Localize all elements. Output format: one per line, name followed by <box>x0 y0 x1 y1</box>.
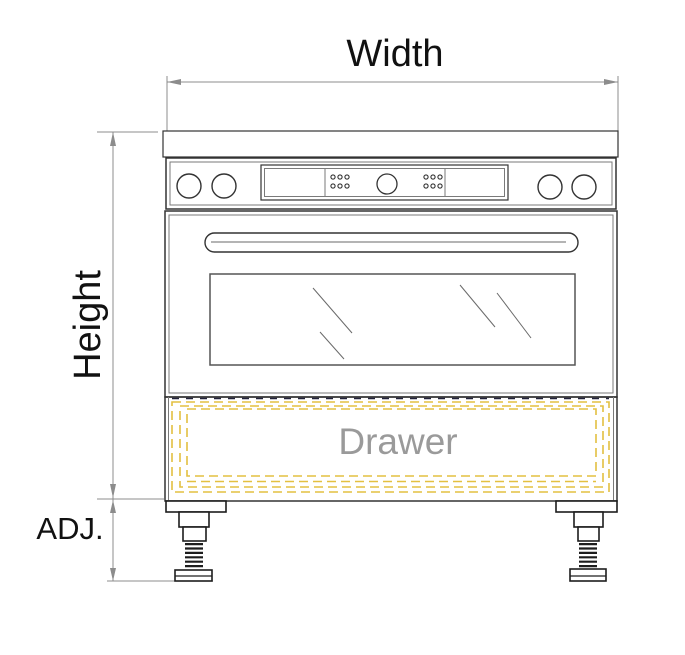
arrow-up-icon <box>110 500 116 513</box>
drawer-hidden-outline-inner <box>186 408 597 477</box>
drawer-hidden-outline-middle <box>179 405 604 488</box>
door-outer <box>164 210 618 398</box>
arrow-left-icon <box>167 79 181 85</box>
door-inner <box>168 214 614 394</box>
width-dimension: Width <box>166 33 619 131</box>
adjustable-leg-right <box>555 500 618 582</box>
leg-block-upper <box>573 511 604 528</box>
display-outer <box>260 164 509 201</box>
width-label: Width <box>346 33 443 75</box>
button-dots-right <box>423 174 443 189</box>
leg-block-upper <box>178 511 210 528</box>
leg-bracket <box>555 500 618 513</box>
base-outer <box>164 396 618 502</box>
burner-knob-icon <box>571 174 597 200</box>
cooktop-edge <box>162 130 619 158</box>
control-panel-inner <box>169 161 613 206</box>
arrow-up-icon <box>110 132 116 146</box>
adjustable-leg-dimension: ADJ. <box>36 499 213 582</box>
adjustable-leg-left <box>165 500 227 582</box>
arrow-down-icon <box>110 568 116 581</box>
leg-block-lower <box>577 526 600 542</box>
height-dimension: Height <box>67 131 164 500</box>
adj-label: ADJ. <box>36 511 103 546</box>
display-inner <box>264 168 505 197</box>
display-console <box>260 164 509 201</box>
burner-knob-icon <box>211 173 237 199</box>
drawer-label: Drawer <box>338 421 457 462</box>
arrow-down-icon <box>110 484 116 498</box>
height-label: Height <box>67 270 109 380</box>
door-handle <box>204 232 579 253</box>
control-panel-outer <box>165 157 617 210</box>
burner-knob-icon <box>176 173 202 199</box>
arrow-right-icon <box>604 79 618 85</box>
leg-foot <box>569 568 607 582</box>
door-glass <box>209 273 576 366</box>
glass-reflection-lines <box>312 284 532 360</box>
center-dial-icon <box>376 173 398 195</box>
control-panel <box>165 157 617 210</box>
oven-door <box>164 210 618 398</box>
button-dots-left <box>330 174 350 189</box>
storage-drawer-section: Drawer <box>164 396 618 502</box>
burner-knob-icon <box>537 174 563 200</box>
leg-block-lower <box>182 526 207 542</box>
leg-bracket <box>165 500 227 513</box>
drawer-hidden-outline-outer <box>171 401 610 493</box>
